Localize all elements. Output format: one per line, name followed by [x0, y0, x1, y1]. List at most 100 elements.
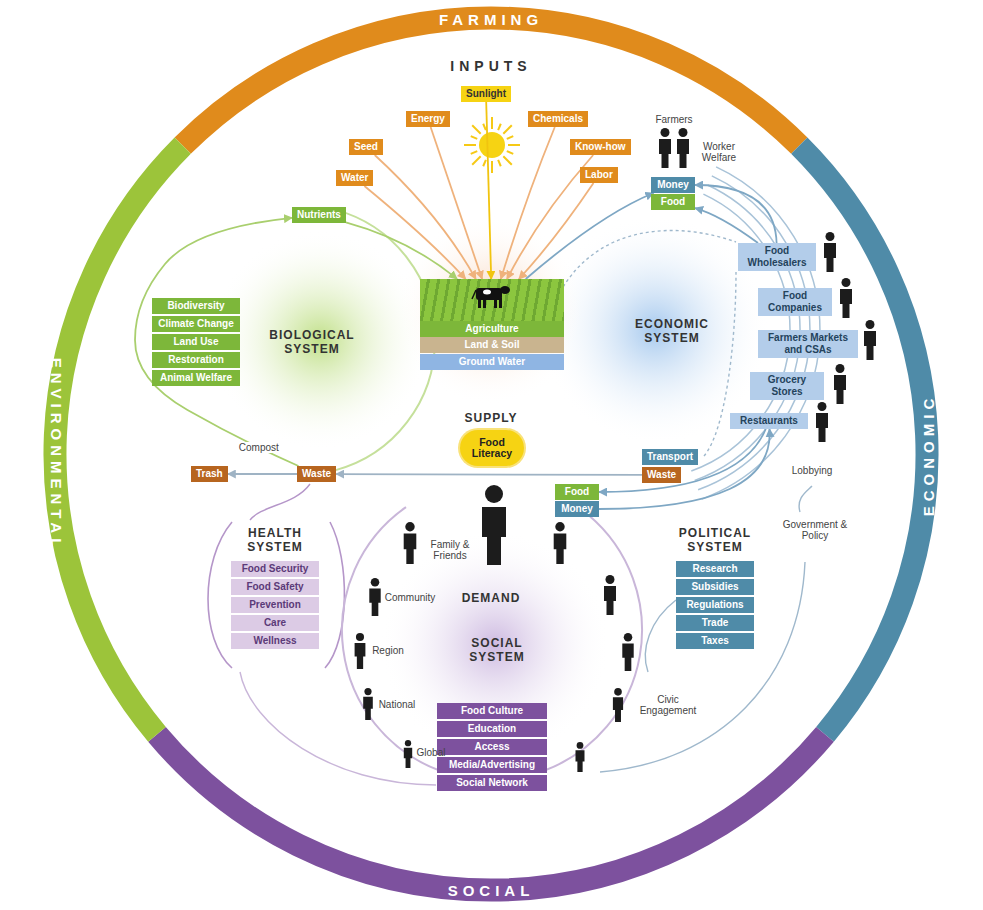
- cow-patch: [483, 290, 491, 295]
- groundwater-band: Ground Water: [420, 354, 564, 370]
- node-text: Food Safety: [246, 581, 303, 592]
- person-body: [482, 507, 506, 565]
- node-text: Food Literacy: [466, 437, 518, 459]
- system-heading: ECONOMIC SYSTEM: [622, 317, 722, 345]
- node-text: Prevention: [249, 599, 301, 610]
- person-head: [371, 578, 380, 587]
- person-icon: [554, 522, 567, 564]
- input-box: Labor: [580, 167, 618, 183]
- waste-to-health: [250, 484, 310, 520]
- blue-box: Trade: [676, 615, 754, 631]
- person-icon: [864, 320, 876, 360]
- node-text: Money: [657, 179, 689, 190]
- blue-box: Regulations: [676, 597, 754, 613]
- flow-arrow: [486, 102, 491, 279]
- person-head: [364, 688, 371, 695]
- node-text: Nutrients: [297, 209, 341, 220]
- person-body: [604, 586, 616, 615]
- green-box: Food: [651, 194, 695, 210]
- node-text: Land Use: [173, 336, 218, 347]
- ring-label: SOCIAL: [448, 882, 535, 899]
- waste-box: Trash: [191, 466, 228, 482]
- person-icon: [834, 364, 846, 404]
- sun-ray: [491, 117, 493, 129]
- cow-leg: [483, 298, 486, 308]
- green-box: Climate Change: [152, 316, 240, 332]
- sun-ray: [472, 156, 480, 164]
- sun-ray: [464, 144, 476, 146]
- cow-tail: [472, 290, 476, 299]
- blue-box: Money: [651, 177, 695, 193]
- political-line: [645, 600, 676, 672]
- node-text: Grocery Stores: [768, 374, 806, 397]
- ring-segment: [183, 18, 800, 146]
- node-text: Subsidies: [691, 581, 738, 592]
- person-head: [485, 485, 503, 503]
- person-head: [356, 633, 364, 641]
- person-head: [866, 320, 875, 329]
- node-text: Wellness: [253, 635, 296, 646]
- note-label: Community: [385, 592, 436, 603]
- person-body: [363, 697, 373, 720]
- cow-icon: [470, 281, 514, 311]
- health-box: Food Security: [231, 561, 319, 577]
- node-text: Sunlight: [466, 88, 506, 99]
- input-box: Water: [336, 170, 373, 186]
- person-body: [613, 697, 623, 722]
- green-box: Animal Welfare: [152, 370, 240, 386]
- node-text: Food Security: [242, 563, 309, 574]
- ring-segment: [55, 146, 183, 735]
- person-icon: [659, 128, 671, 168]
- node-text: Restaurants: [740, 415, 798, 426]
- flow-arrow: [228, 473, 297, 475]
- social-box: Media/Advertising: [437, 757, 547, 773]
- person-icon: [482, 485, 506, 565]
- social-box: Social Network: [437, 775, 547, 791]
- person-icon: [840, 278, 852, 318]
- flow-arrow: [375, 155, 476, 279]
- system-heading: DEMAND: [462, 591, 521, 605]
- person-head: [614, 688, 622, 696]
- node-text: Farmers Markets and CSAs: [768, 332, 848, 355]
- node-text: Food Wholesalers: [748, 245, 807, 268]
- blue-box: Taxes: [676, 633, 754, 649]
- node-text: Water: [341, 172, 368, 183]
- node-text: Food: [565, 486, 589, 497]
- input-box: Know-how: [570, 139, 631, 155]
- node-text: Know-how: [575, 141, 626, 152]
- person-icon: [404, 522, 417, 564]
- flow-arrow: [695, 208, 758, 243]
- cow-leg: [499, 298, 502, 308]
- person-head: [836, 364, 845, 373]
- person-icon: [604, 575, 616, 615]
- sun-ray: [503, 125, 511, 133]
- node-text: Climate Change: [158, 318, 234, 329]
- retail-box: Grocery Stores: [750, 372, 824, 400]
- note-label: National: [379, 699, 416, 710]
- person-body: [404, 534, 417, 564]
- node-text: Regulations: [686, 599, 743, 610]
- green-box: Biodiversity: [152, 298, 240, 314]
- node-text: Social Network: [456, 777, 528, 788]
- person-head: [842, 278, 851, 287]
- node-text: Taxes: [701, 635, 729, 646]
- person-head: [679, 128, 688, 137]
- waste-box: Waste: [642, 467, 681, 483]
- node-text: Food: [661, 196, 685, 207]
- input-box: Seed: [349, 139, 383, 155]
- retail-box: Food Wholesalers: [738, 243, 816, 271]
- person-body: [369, 588, 380, 616]
- flow-arrow: [501, 127, 555, 279]
- health-loop: [208, 522, 232, 668]
- input-box: Sunlight: [461, 86, 511, 102]
- sun-ray: [483, 124, 486, 130]
- node-text: Animal Welfare: [160, 372, 232, 383]
- cow-head: [500, 286, 510, 294]
- person-icon: [613, 688, 623, 722]
- sun-ray: [498, 160, 501, 166]
- civic-line: [600, 562, 805, 772]
- person-head: [606, 575, 615, 584]
- person-body: [622, 643, 633, 671]
- flow-arrow: [346, 222, 457, 279]
